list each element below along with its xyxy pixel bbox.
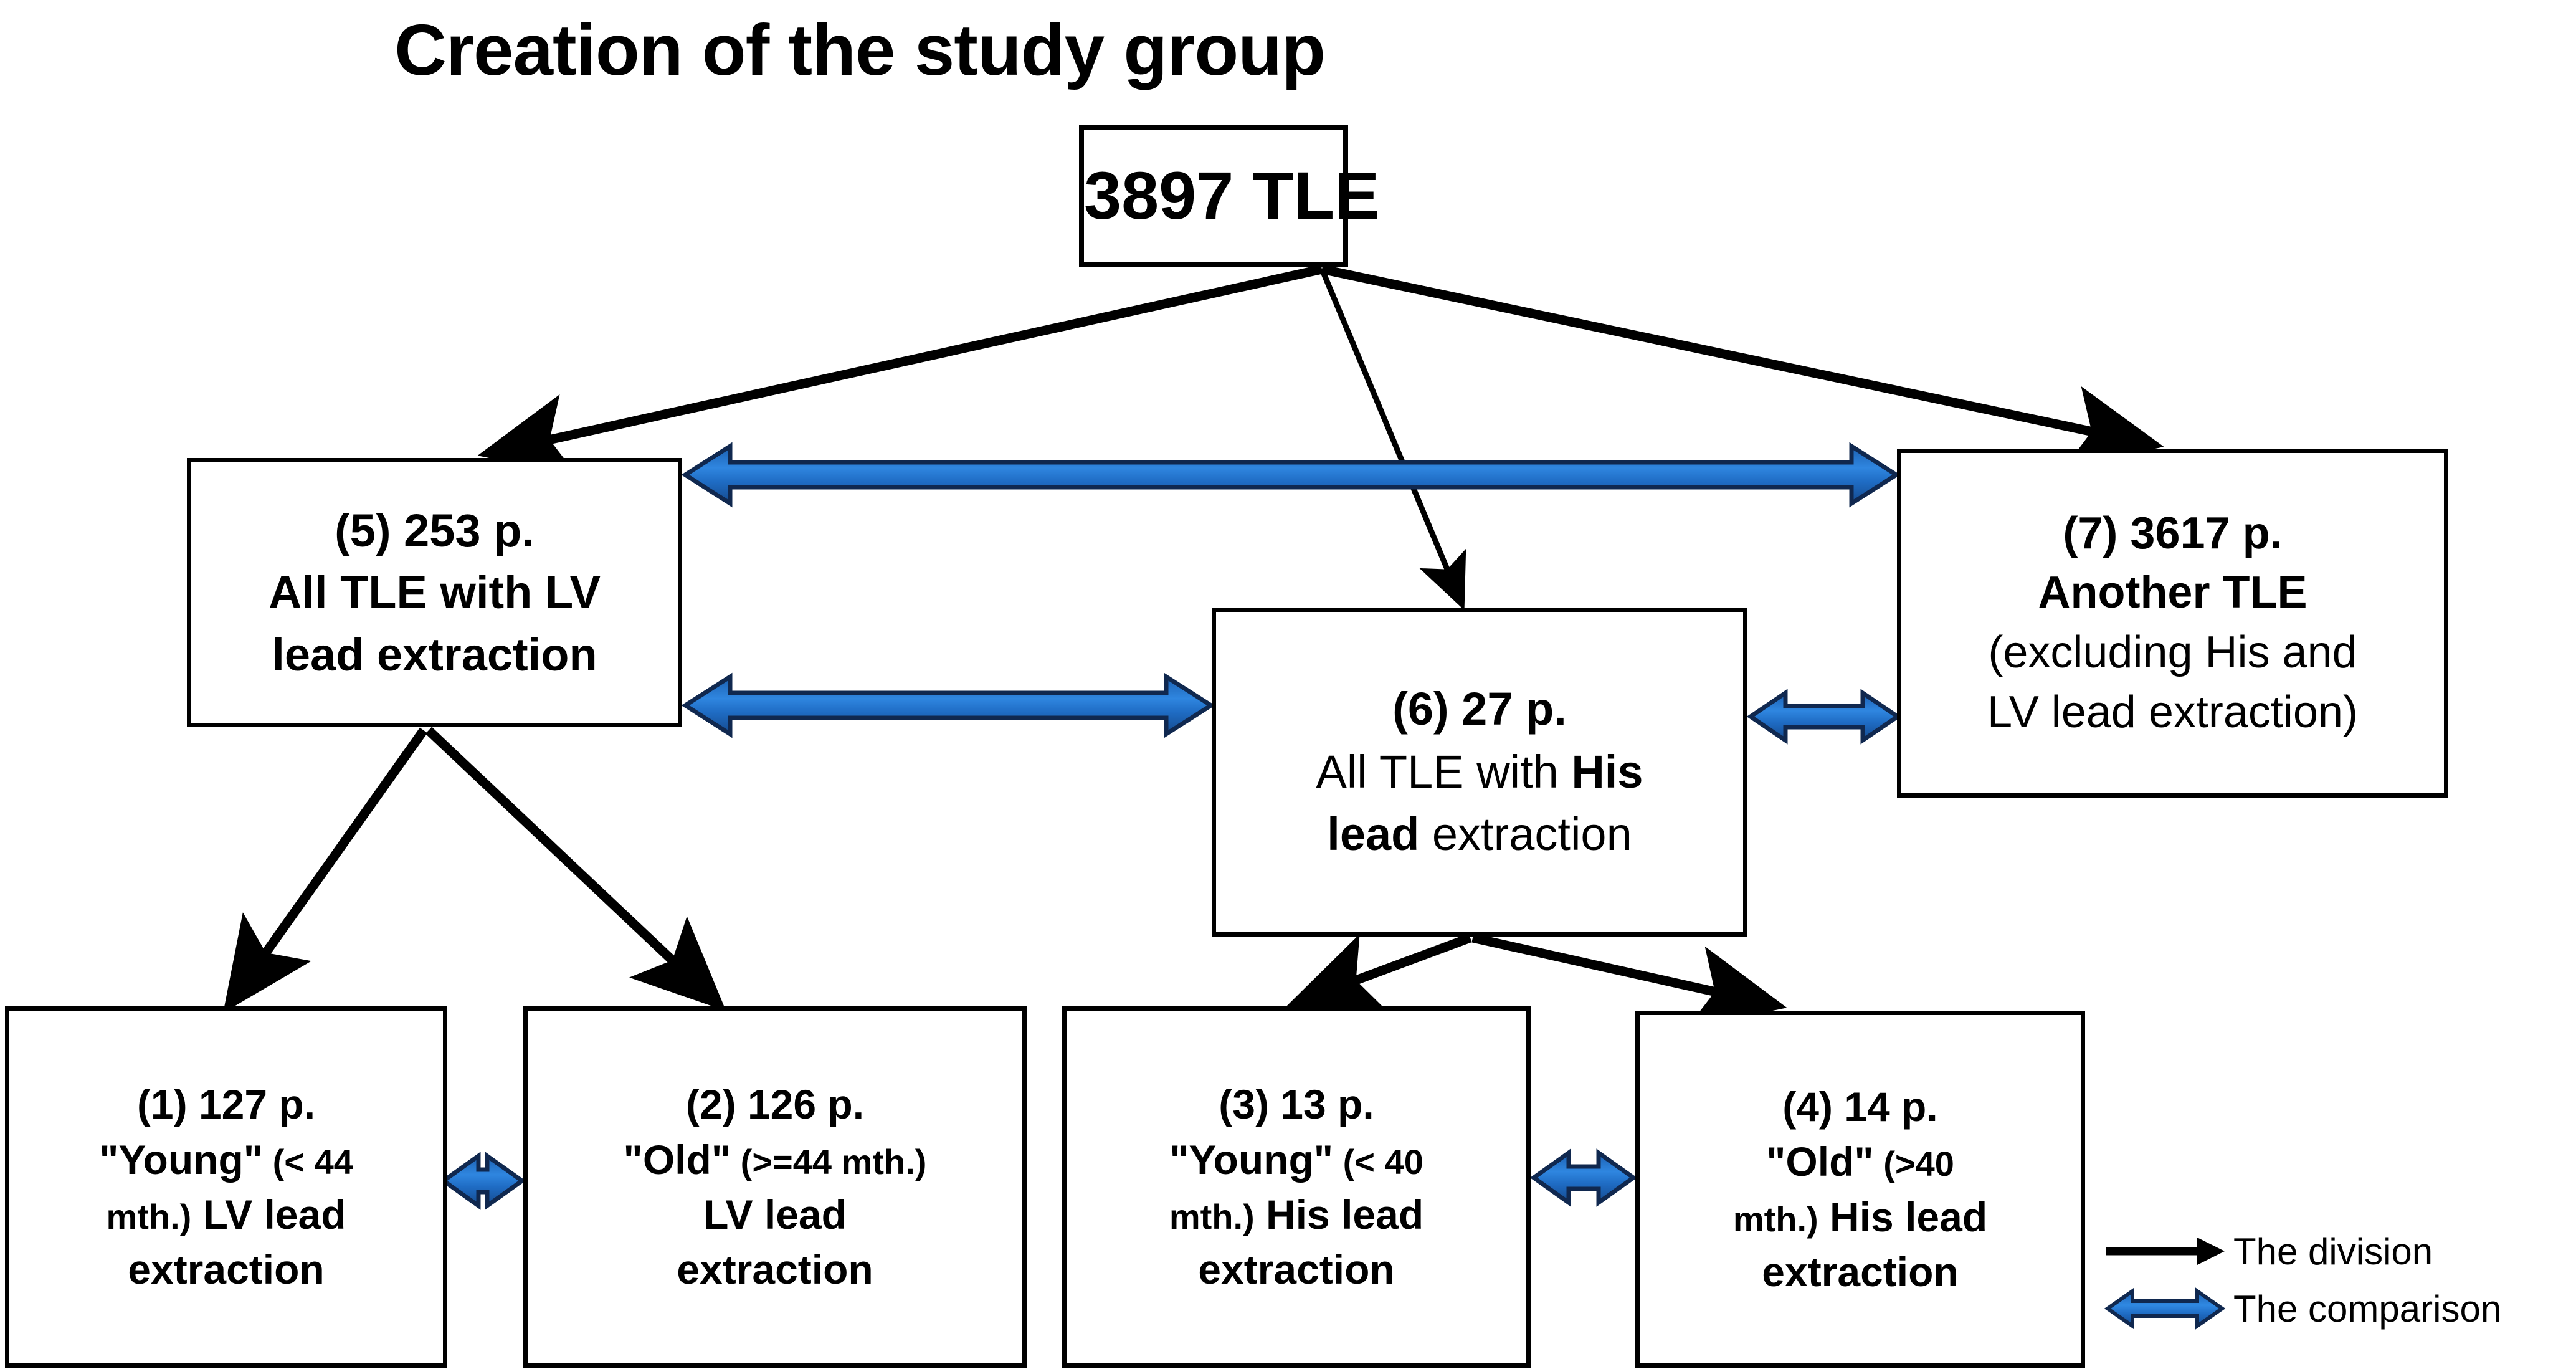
node-6-line-2-plain: All TLE with bbox=[1316, 745, 1572, 798]
comparison-arrow-1-to-2 bbox=[439, 1152, 526, 1210]
node-5-line-2: All TLE with LV bbox=[268, 566, 601, 619]
node-2-line-2: "Old" (>=44 mth.) bbox=[531, 1132, 1019, 1187]
node-1-line-3-main: LV lead bbox=[191, 1191, 346, 1238]
node-3-line-3-main: His lead bbox=[1254, 1191, 1424, 1238]
node-root-line-1: 3897 TLE bbox=[1084, 158, 1380, 233]
node-1-line-3-small: mth.) bbox=[106, 1197, 192, 1236]
node-6-all-tle-with-his-lead-extraction[interactable]: (6) 27 p. All TLE with His lead extracti… bbox=[1212, 608, 1747, 937]
node-3-young-his-lead-extraction[interactable]: (3) 13 p. "Young" (< 40 mth.) His lead e… bbox=[1062, 1006, 1531, 1368]
node-2-line-4: extraction bbox=[677, 1246, 873, 1293]
division-arrow-root-to-7 bbox=[1321, 264, 2164, 469]
node-1-line-2-main: "Young" bbox=[99, 1136, 264, 1183]
node-7-line-2: Another TLE bbox=[2038, 568, 2307, 618]
division-arrow-5-to-2 bbox=[425, 727, 726, 1011]
node-5-line-1: (5) 253 p. bbox=[335, 505, 535, 557]
node-3-line-2: "Young" (< 40 bbox=[1070, 1132, 1523, 1187]
node-3-line-2-main: "Young" bbox=[1169, 1136, 1334, 1183]
node-6-line-3-strong: lead bbox=[1327, 808, 1420, 861]
node-2-old-lv-lead-extraction[interactable]: (2) 126 p. "Old" (>=44 mth.) LV lead ext… bbox=[523, 1006, 1027, 1368]
node-2-line-1: (2) 126 p. bbox=[685, 1081, 865, 1128]
comparison-arrow-6-to-7 bbox=[1746, 689, 1902, 745]
division-arrow-6-to-4 bbox=[1471, 933, 1787, 1029]
comparison-arrow-icon bbox=[2104, 1287, 2226, 1330]
node-6-line-2: All TLE with His bbox=[1221, 741, 1738, 804]
legend-row-division: The division bbox=[2103, 1224, 2576, 1278]
node-5-line-3: lead extraction bbox=[272, 628, 597, 680]
node-3-line-3-small: mth.) bbox=[1169, 1197, 1255, 1236]
node-7-another-tle[interactable]: (7) 3617 p. Another TLE (excluding His a… bbox=[1897, 449, 2448, 798]
node-4-line-3: mth.) His lead bbox=[1643, 1190, 2077, 1244]
node-1-line-2-small: (< 44 bbox=[263, 1142, 353, 1181]
node-3-line-3: mth.) His lead bbox=[1070, 1187, 1523, 1242]
node-1-line-4: extraction bbox=[128, 1246, 325, 1293]
legend-row-comparison: The comparison bbox=[2103, 1282, 2576, 1335]
node-6-line-1: (6) 27 p. bbox=[1392, 683, 1567, 735]
node-3-line-2-small: (< 40 bbox=[1333, 1142, 1423, 1181]
division-arrow-5-to-1 bbox=[223, 727, 428, 1013]
node-4-line-2-main: "Old" bbox=[1766, 1138, 1874, 1185]
node-2-line-2-small: (>=44 mth.) bbox=[731, 1142, 927, 1181]
comparison-arrow-3-to-4 bbox=[1529, 1148, 1638, 1207]
legend-label-division: The division bbox=[2233, 1230, 2433, 1272]
node-7-line-3: (excluding His and bbox=[1988, 627, 2357, 677]
node-1-line-3: mth.) LV lead bbox=[13, 1187, 439, 1242]
node-7-line-4: LV lead extraction) bbox=[1987, 687, 2358, 737]
node-1-young-lv-lead-extraction[interactable]: (1) 127 p. "Young" (< 44 mth.) LV lead e… bbox=[5, 1006, 447, 1368]
division-arrow-root-to-6 bbox=[1319, 268, 1466, 611]
node-4-line-2: "Old" (>40 bbox=[1643, 1134, 2077, 1189]
division-arrow-root-to-5 bbox=[477, 264, 1323, 477]
node-3-line-1: (3) 13 p. bbox=[1219, 1081, 1374, 1128]
node-4-old-his-lead-extraction[interactable]: (4) 14 p. "Old" (>40 mth.) His lead extr… bbox=[1635, 1011, 2085, 1368]
comparison-arrow-5-to-6 bbox=[681, 672, 1215, 738]
node-6-line-2-strong: His bbox=[1571, 745, 1643, 798]
node-6-line-3-plain: extraction bbox=[1419, 808, 1632, 861]
comparison-arrow-5-to-7 bbox=[681, 442, 1901, 508]
node-1-line-1: (1) 127 p. bbox=[136, 1081, 316, 1128]
node-1-line-2: "Young" (< 44 bbox=[13, 1132, 439, 1187]
node-3-line-4: extraction bbox=[1198, 1246, 1395, 1293]
division-arrow-icon bbox=[2106, 1238, 2225, 1265]
node-6-line-3: lead extraction bbox=[1221, 803, 1738, 866]
node-4-line-3-main: His lead bbox=[1818, 1193, 1988, 1240]
node-4-line-4: extraction bbox=[1762, 1248, 1959, 1295]
page-title: Creation of the study group bbox=[394, 9, 1326, 90]
node-5-all-tle-with-lv-lead-extraction[interactable]: (5) 253 p. All TLE with LV lead extracti… bbox=[187, 458, 682, 727]
legend-label-comparison: The comparison bbox=[2233, 1287, 2502, 1330]
node-4-line-3-small: mth.) bbox=[1732, 1199, 1818, 1239]
node-7-line-1: (7) 3617 p. bbox=[2063, 508, 2283, 558]
node-4-line-2-small: (>40 bbox=[1873, 1144, 1954, 1184]
node-2-line-3: LV lead bbox=[703, 1191, 847, 1238]
node-2-line-2-main: "Old" bbox=[623, 1136, 731, 1183]
legend: The division The comparison bbox=[2103, 1224, 2576, 1352]
node-root-3897-tle[interactable]: 3897 TLE bbox=[1079, 125, 1380, 267]
division-arrow-6-to-3 bbox=[1286, 933, 1472, 1013]
node-4-line-1: (4) 14 p. bbox=[1782, 1083, 1938, 1130]
